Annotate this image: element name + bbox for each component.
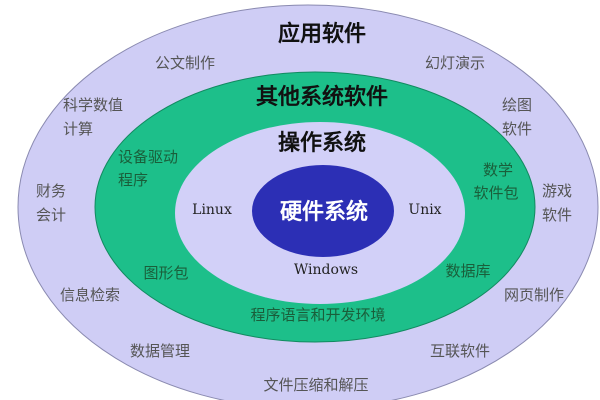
other-system-title: 其他系统软件 (256, 84, 388, 110)
system-item: 数学 (483, 161, 513, 179)
app-item: 互联软件 (430, 342, 490, 360)
app-item: 软件 (502, 120, 532, 138)
app-item: 幻灯演示 (425, 54, 485, 72)
application-title: 应用软件 (278, 21, 366, 47)
system-item: 设备驱动 (118, 148, 178, 166)
app-item: 会计 (36, 206, 66, 224)
app-item: 软件 (542, 206, 572, 224)
os-item-windows: Windows (294, 262, 358, 278)
os-item-unix: Unix (408, 202, 441, 218)
system-item: 程序 (118, 171, 148, 189)
app-item: 绘图 (502, 96, 532, 114)
app-item: 财务 (36, 182, 66, 200)
app-item: 计算 (63, 120, 93, 138)
app-item: 信息检索 (60, 286, 120, 304)
hardware-core (252, 165, 394, 257)
os-title: 操作系统 (278, 130, 366, 156)
app-item: 网页制作 (504, 286, 564, 304)
system-item: 图形包 (143, 264, 188, 282)
app-item: 科学数值 (63, 96, 123, 114)
app-item: 公文制作 (155, 54, 215, 72)
hardware-title: 硬件系统 (280, 199, 368, 225)
app-item: 数据管理 (130, 342, 190, 360)
os-item-linux: Linux (192, 202, 232, 218)
app-item: 文件压缩和解压 (263, 376, 368, 394)
system-item: 数据库 (445, 262, 490, 280)
app-item: 游戏 (542, 182, 572, 200)
system-item: 程序语言和开发环境 (250, 306, 385, 324)
system-item: 软件包 (473, 184, 518, 202)
